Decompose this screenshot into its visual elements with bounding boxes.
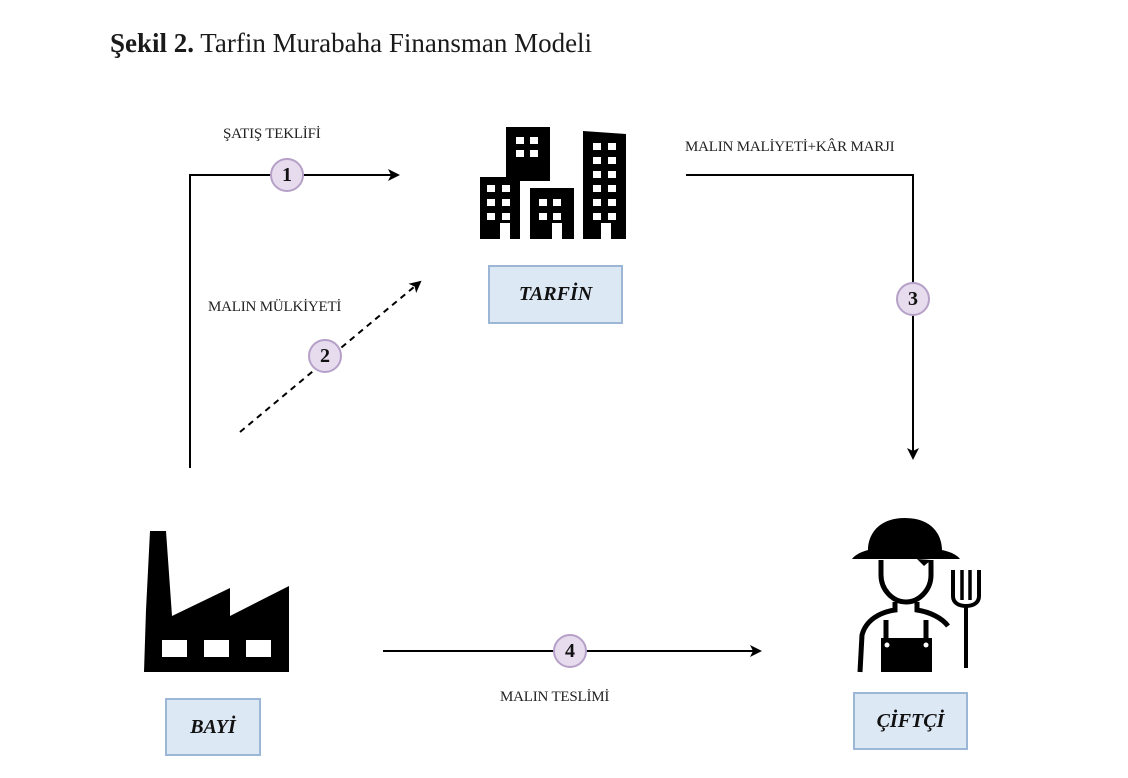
- figure-number: Şekil 2.: [110, 28, 195, 58]
- connector-step-3: [686, 174, 919, 460]
- step-3-badge: 3: [896, 282, 930, 316]
- node-tarfin: TARFİN: [488, 265, 623, 324]
- step-1-label: ŞATIŞ TEKLİFİ: [223, 126, 321, 142]
- node-ciftci: ÇİFTÇİ: [853, 692, 968, 750]
- connector-step-1: [189, 169, 400, 468]
- step-3-label: MALIN MALİYETİ+KÂR MARJI: [685, 139, 895, 155]
- office-buildings-icon: [480, 127, 626, 239]
- step-4-label: MALIN TESLİMİ: [500, 689, 610, 705]
- step-2-label: MALIN MÜLKİYETİ: [208, 299, 342, 315]
- node-bayi: BAYİ: [165, 698, 261, 756]
- factory-icon: [144, 531, 289, 672]
- figure-title: Tarfin Murabaha Finansman Modeli: [200, 28, 593, 58]
- step-4-badge: 4: [553, 634, 587, 668]
- step-2-badge: 2: [308, 339, 342, 373]
- step-1-badge: 1: [270, 158, 304, 192]
- figure-caption: Şekil 2. Tarfin Murabaha Finansman Model…: [110, 28, 592, 59]
- farmer-icon: [852, 518, 981, 673]
